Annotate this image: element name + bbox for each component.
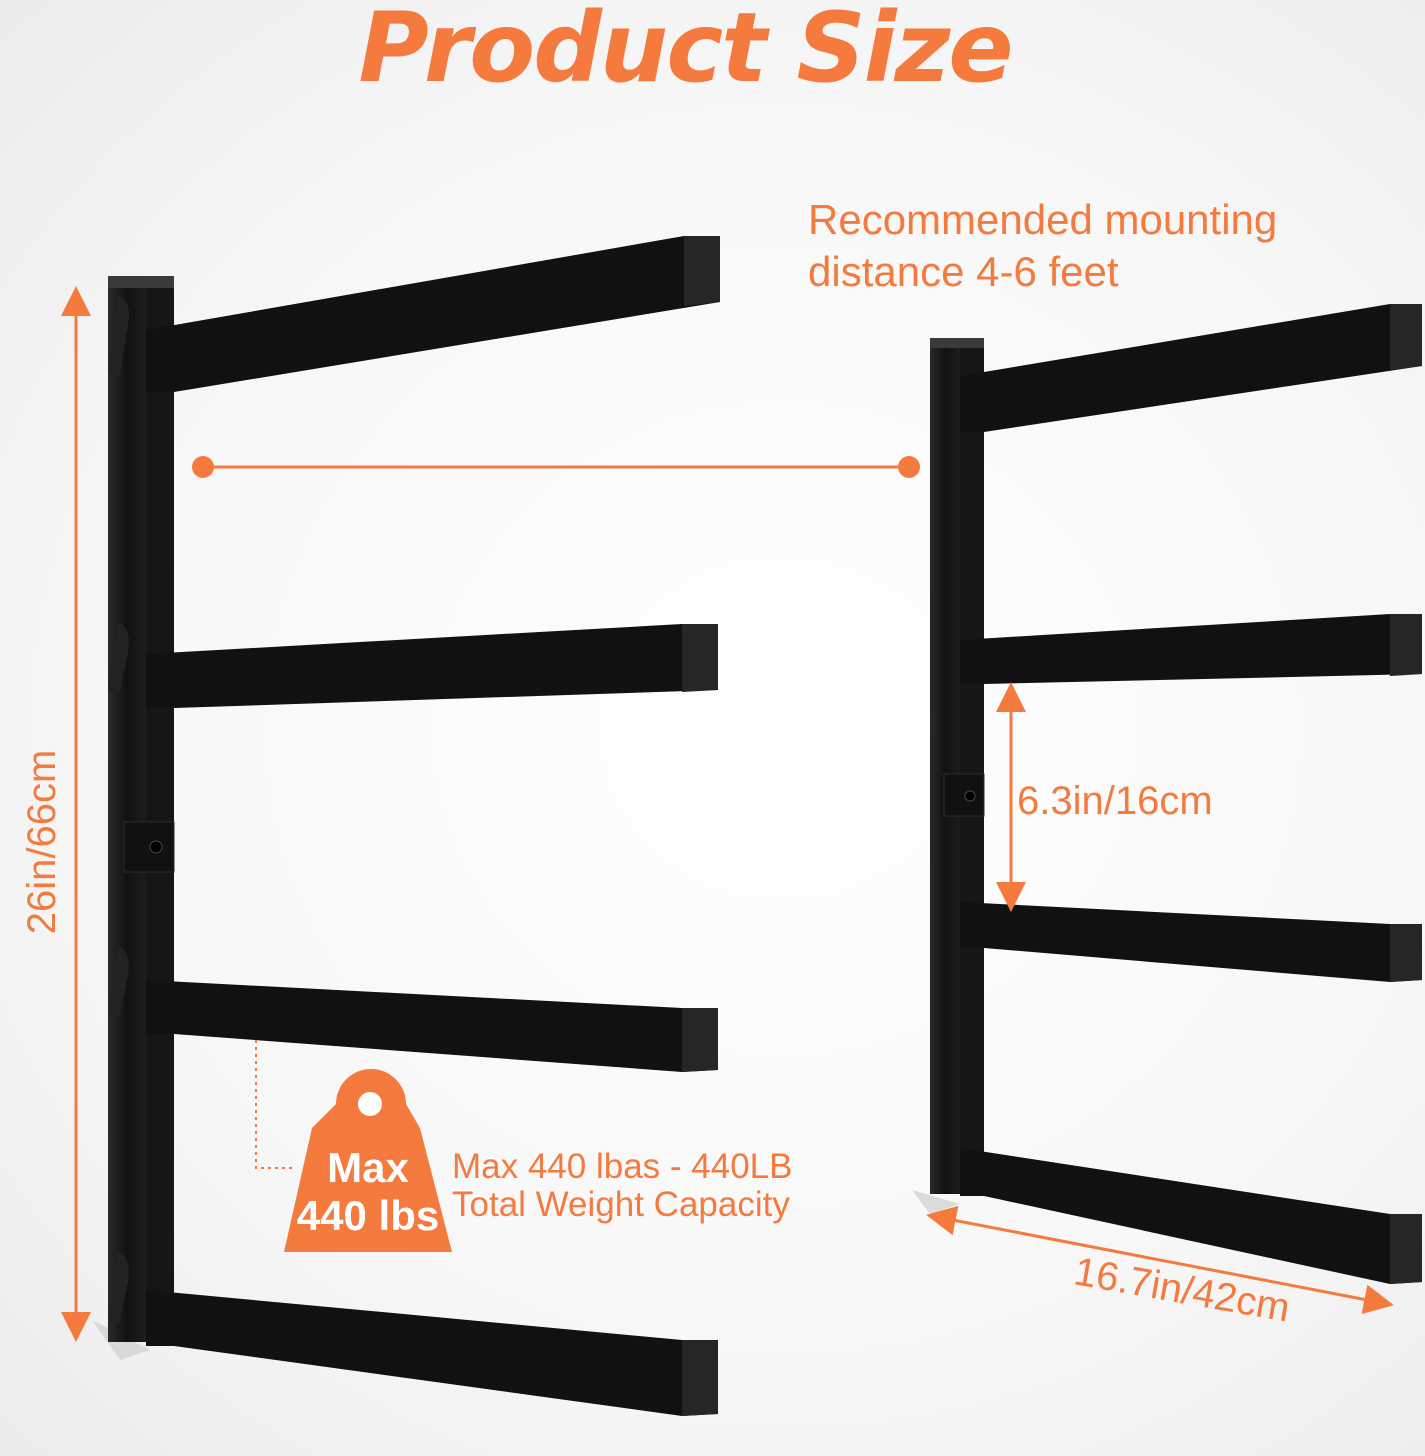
mounting-note-line-1: Recommended mounting (808, 196, 1278, 243)
left-arm-1 (108, 236, 720, 392)
weight-badge-label: Max 440 lbs (284, 1144, 452, 1240)
weight-badge-line-2: 440 lbs (296, 1192, 440, 1239)
weight-icon (284, 1069, 452, 1252)
right-arm-4 (960, 1148, 1422, 1284)
height-dimension-label: 26in/66cm (20, 749, 64, 935)
right-arm-2 (960, 614, 1422, 684)
page-title: Product Size (358, 0, 1013, 104)
left-arm-3 (108, 946, 718, 1072)
capacity-leader (255, 1040, 292, 1169)
mounting-note-line-2: distance 4-6 feet (808, 248, 1119, 295)
left-rack (92, 236, 720, 1416)
weight-badge-line-1: Max (327, 1144, 409, 1191)
length-arrow-icon (926, 1205, 1394, 1315)
arm-spacing-label: 6.3in/16cm (1017, 779, 1213, 823)
mounting-note: Recommended mounting distance 4-6 feet (808, 194, 1408, 298)
capacity-description: Max 440 lbas - 440LB Total Weight Capaci… (452, 1148, 792, 1224)
capacity-line-2: Total Weight Capacity (452, 1185, 790, 1224)
left-arm-4 (108, 1252, 718, 1416)
capacity-line-1: Max 440 lbas - 440LB (452, 1147, 793, 1186)
mounting-distance-line (192, 456, 920, 478)
right-arm-3 (960, 902, 1422, 982)
right-arm-1 (960, 304, 1422, 432)
left-arm-2 (108, 622, 718, 708)
